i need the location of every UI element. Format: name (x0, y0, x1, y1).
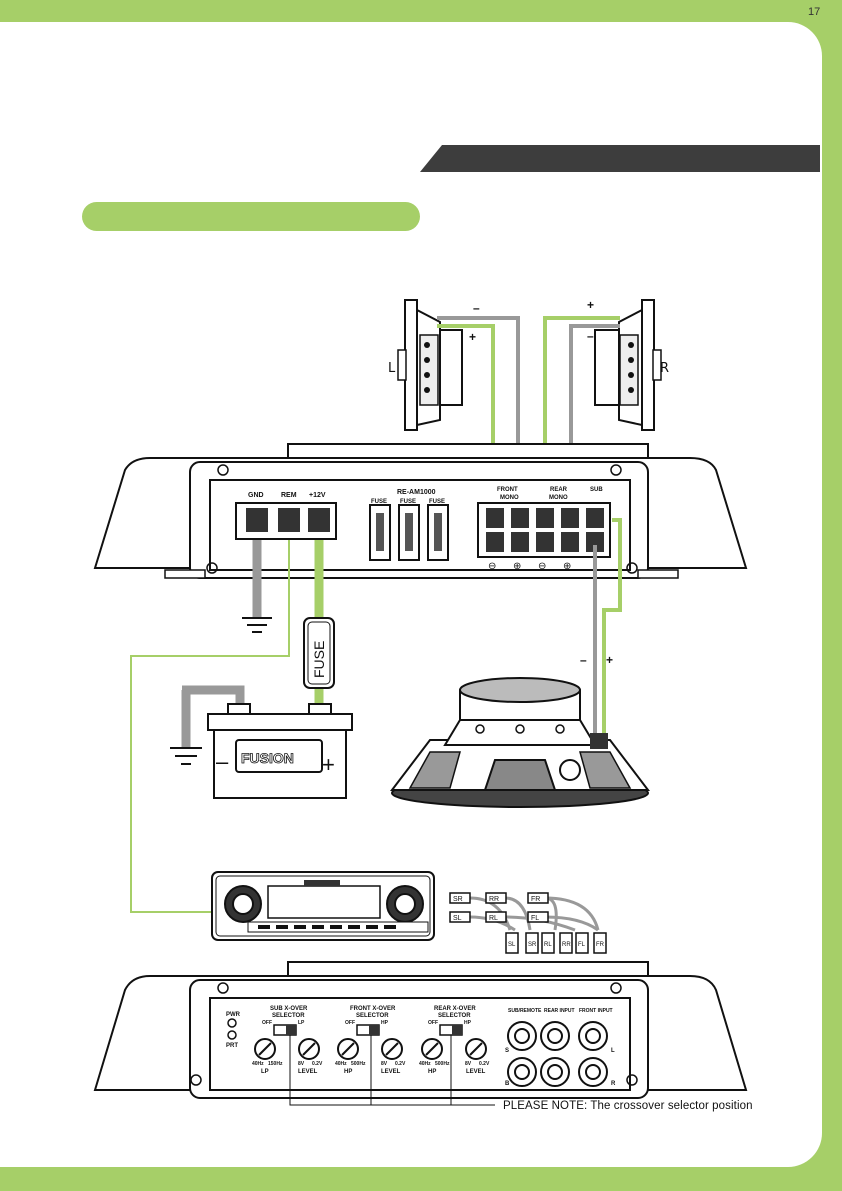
right-plus: + (587, 298, 594, 312)
indicator-prt: PRT (226, 1043, 238, 1049)
battery-brand: FUSION (241, 750, 294, 766)
rca-label-8: SR (528, 942, 537, 948)
polarity-3: ⊖ (538, 561, 546, 572)
rear-selector-title: REAR X-OVER (434, 1006, 476, 1012)
front-selector-on: HP (381, 1020, 389, 1026)
terminal-rem-label: REM (281, 492, 297, 499)
page-number: 17 (808, 6, 821, 18)
rear-knob2-caption: LEVEL (466, 1069, 486, 1075)
front-selector-off: OFF (345, 1020, 355, 1026)
sub-selector-on: LP (298, 1020, 305, 1026)
rca-label-7: SL (508, 942, 516, 948)
rear-knob2-min: 8V (465, 1061, 472, 1067)
left-speaker-label: L (388, 361, 396, 376)
sub-knob2-min: 8V (298, 1061, 305, 1067)
right-minus: – (587, 329, 594, 343)
fuse-label-2: FUSE (400, 499, 416, 505)
crossover-note: PLEASE NOTE: The crossover selector posi… (503, 1100, 753, 1112)
front-knob2-max: 0.2V (395, 1061, 406, 1067)
rca-label-12: FR (596, 942, 605, 948)
side-label-r: R (611, 1081, 616, 1087)
front-knob1-max: 500Hz (351, 1061, 366, 1067)
fuse-label-1: FUSE (371, 499, 387, 505)
rear-selector-on: HP (464, 1020, 472, 1026)
amplifier-top (93, 443, 748, 579)
rca-label-5: RL (489, 915, 498, 922)
sub-knob1-max: 150Hz (268, 1061, 283, 1067)
side-label-b: B (505, 1081, 510, 1087)
fuse-label-3: FUSE (429, 499, 445, 505)
front-knob2-caption: LEVEL (381, 1069, 401, 1075)
sub-selector-subtitle: SELECTOR (272, 1013, 305, 1019)
sub-knob2-caption: LEVEL (298, 1069, 318, 1075)
left-speaker (397, 299, 463, 431)
section-header-bar (420, 145, 820, 172)
ground-symbol-battery (170, 747, 202, 765)
side-label-l: L (611, 1048, 615, 1054)
rca-label-2: RR (489, 896, 499, 903)
polarity-1: ⊖ (488, 561, 496, 572)
front-selector-title: FRONT X-OVER (350, 1006, 396, 1012)
rca-label-4: SL (453, 915, 462, 922)
right-speaker-label: R (660, 361, 669, 376)
terminal-gnd-label: GND (248, 492, 264, 499)
channel-sub-label: SUB (590, 487, 603, 493)
rear-knob2-max: 0.2V (479, 1061, 490, 1067)
side-label-s: S (505, 1048, 509, 1054)
mono-label-rear: MONO (549, 495, 568, 501)
channel-front-label: FRONT (497, 487, 518, 493)
sub-selector-off: OFF (262, 1020, 272, 1026)
rear-knob1-caption: HP (428, 1069, 436, 1075)
channel-rear-label: REAR (550, 487, 568, 493)
rca-label-6: FL (531, 915, 539, 922)
front-selector-subtitle: SELECTOR (356, 1013, 389, 1019)
section-title-pill (82, 202, 420, 231)
rca-label-9: RL (544, 942, 552, 948)
sub-wires (593, 518, 622, 735)
rca-label-1: SR (453, 896, 463, 903)
inline-fuse (303, 617, 335, 689)
sub-knob1-caption: LP (261, 1069, 269, 1075)
power-wires (130, 540, 324, 913)
polarity-2: ⊕ (513, 561, 521, 572)
input-front-label: FRONT INPUT (579, 1008, 613, 1014)
rear-knob1-min: 40Hz (419, 1061, 431, 1067)
input-rear-label: REAR INPUT (544, 1008, 575, 1014)
polarity-4: ⊕ (563, 561, 571, 572)
sub-selector-title: SUB X-OVER (270, 1006, 308, 1012)
ground-symbol-amp (242, 617, 272, 633)
right-speaker (594, 299, 662, 431)
left-plus: + (469, 330, 476, 344)
rear-selector-off: OFF (428, 1020, 438, 1026)
mono-label-front: MONO (500, 495, 519, 501)
rca-label-3: FR (531, 896, 540, 903)
rear-knob1-max: 500Hz (435, 1061, 450, 1067)
front-knob1-min: 40Hz (335, 1061, 347, 1067)
terminal-12v-label: +12V (309, 492, 326, 499)
rca-plugs (449, 892, 607, 954)
rear-selector-subtitle: SELECTOR (438, 1013, 471, 1019)
amp-model-label: RE-AM1000 (397, 489, 436, 496)
subwoofer (389, 677, 651, 808)
head-unit (211, 871, 435, 941)
battery (207, 703, 353, 799)
battery-minus: – (216, 749, 229, 774)
front-knob1-caption: HP (344, 1069, 352, 1075)
sub-plus: + (606, 653, 613, 667)
sub-knob2-max: 0.2V (312, 1061, 323, 1067)
left-minus: – (473, 301, 480, 315)
rca-label-10: RR (562, 942, 571, 948)
inline-fuse-label: FUSE (311, 641, 327, 678)
sub-minus: – (580, 653, 587, 667)
battery-plus: + (322, 752, 335, 777)
indicator-pwr: PWR (226, 1012, 241, 1018)
rca-label-11: FL (578, 942, 586, 948)
amplifier-bottom (93, 961, 748, 1106)
front-knob2-min: 8V (381, 1061, 388, 1067)
sub-knob1-min: 40Hz (252, 1061, 264, 1067)
input-sub-label: SUB/REMOTE (508, 1008, 542, 1014)
